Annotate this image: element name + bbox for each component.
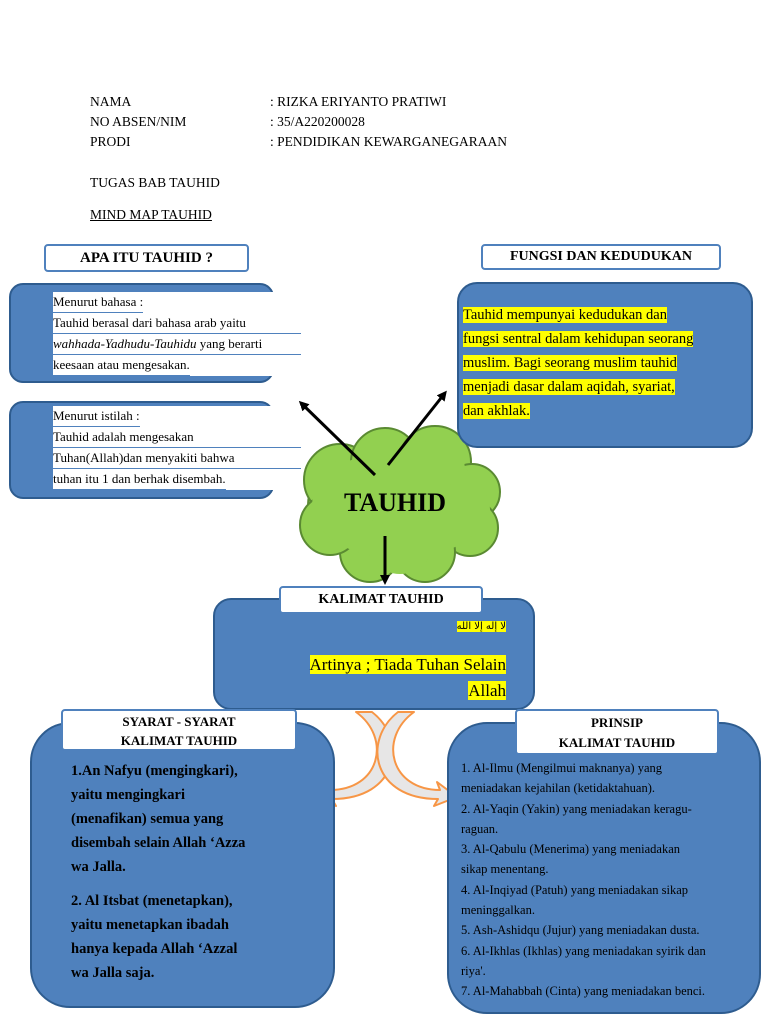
- nim-value: : 35/A220200028: [270, 114, 365, 129]
- istilah-line-2: Tuhan(Allah)dan menyakiti bahwa: [53, 448, 301, 469]
- prinsip-title-line-1: PRINSIP: [590, 715, 643, 730]
- bahasa-arabic-term: wahhada-Yadhudu-Tauhidu: [53, 336, 197, 351]
- kalimat-arabic: لا إله إلا الله: [456, 621, 506, 632]
- istilah-card: Menurut istilah : Tauhid adalah mengesak…: [53, 406, 301, 490]
- bahasa-card: Menurut bahasa : Tauhid berasal dari bah…: [53, 292, 301, 376]
- bahasa-heading: Menurut bahasa :: [53, 292, 144, 313]
- syarat-item-2: 2. Al Itsbat (menetapkan), yaitu menetap…: [71, 893, 238, 981]
- syarat-box: [30, 722, 335, 1008]
- bahasa-line-1: Tauhid berasal dari bahasa arab yaitu: [53, 313, 301, 334]
- fungsi-line-1: Tauhid mempunyai kedudukan dan: [463, 307, 667, 323]
- tauhid-cloud: [299, 425, 501, 583]
- apa-itu-title: APA ITU TAUHID ?: [44, 244, 249, 272]
- prinsip-line: raguan.: [461, 821, 499, 836]
- prinsip-text: 1. Al-Ilmu (Mengilmui maknanya) yang men…: [461, 758, 761, 1002]
- center-label: TAUHID: [343, 488, 447, 517]
- syarat-title: SYARAT - SYARAT KALIMAT TAUHID: [61, 709, 297, 751]
- kalimat-meaning-line-2: Allah: [468, 681, 506, 700]
- prinsip-line: 5. Ash-Ashidqu (Jujur) yang meniadakan d…: [461, 923, 700, 938]
- nama-label: NAMA: [90, 94, 132, 109]
- prinsip-title: PRINSIP KALIMAT TAUHID: [515, 709, 719, 755]
- prinsip-line: 6. Al-Ikhlas (Ikhlas) yang meniadakan sy…: [461, 943, 706, 958]
- prinsip-line: 1. Al-Ilmu (Mengilmui maknanya) yang: [461, 761, 663, 775]
- prinsip-line: meninggalkan.: [461, 903, 535, 918]
- assignment-title: TUGAS BAB TAUHID: [90, 175, 220, 190]
- fungsi-line-2: fungsi sentral dalam kehidupan seorang: [463, 331, 694, 347]
- syarat-title-line-2: KALIMAT TAUHID: [120, 733, 238, 748]
- prinsip-line: meniadakan kejahilan (ketidaktahuan).: [461, 781, 656, 796]
- prinsip-line: 2. Al-Yaqin (Yakin) yang meniadakan kera…: [461, 801, 692, 816]
- fungsi-line-5: dan akhlak.: [463, 403, 530, 419]
- prinsip-box: [447, 722, 761, 1014]
- kalimat-title: KALIMAT TAUHID: [279, 586, 483, 614]
- nama-value: : RIZKA ERIYANTO PRATIWI: [270, 94, 447, 109]
- bahasa-line-2-rest: yang berarti: [196, 336, 263, 351]
- curved-arrows: [312, 711, 458, 807]
- prinsip-title-line-2: KALIMAT TAUHID: [558, 735, 676, 750]
- prinsip-line: riya'.: [461, 963, 486, 978]
- istilah-line-1: Tauhid adalah mengesakan: [53, 427, 301, 448]
- nim-label: NO ABSEN/NIM: [90, 114, 187, 129]
- prinsip-line: 3. Al-Qabulu (Menerima) yang meniadakan: [461, 842, 681, 857]
- syarat-text: 1.An Nafyu (mengingkari), yaitu mengingk…: [71, 759, 321, 985]
- fungsi-line-4: menjadi dasar dalam aqidah, syariat,: [463, 379, 675, 395]
- fungsi-title: FUNGSI DAN KEDUDUKAN: [481, 244, 721, 270]
- syarat-item-1: 1.An Nafyu (mengingkari), yaitu mengingk…: [71, 763, 246, 875]
- arrow-to-apa-itu: [298, 400, 377, 477]
- kalimat-meaning: Artinya ; Tiada Tuhan Selain Allah: [265, 652, 506, 704]
- syarat-title-line-1: SYARAT - SYARAT: [122, 714, 236, 729]
- arrow-to-fungsi: [386, 390, 447, 466]
- bahasa-line-3: keesaan atau mengesakan.: [53, 355, 190, 376]
- fungsi-line-3: muslim. Bagi seorang muslim tauhid: [463, 355, 677, 371]
- fungsi-text: Tauhid mempunyai kedudukan dan fungsi se…: [463, 303, 744, 423]
- prodi-label: PRODI: [90, 134, 131, 149]
- prodi-value: : PENDIDIKAN KEWARGANEGARAAN: [270, 134, 507, 149]
- bahasa-line-2: wahhada-Yadhudu-Tauhidu yang berarti: [53, 334, 301, 355]
- prinsip-line: sikap menentang.: [461, 862, 549, 877]
- istilah-line-3: tuhan itu 1 dan berhak disembah.: [53, 469, 226, 490]
- kalimat-meaning-line-1: Artinya ; Tiada Tuhan Selain: [309, 655, 506, 674]
- student-info: NAMA : RIZKA ERIYANTO PRATIWI NO ABSEN/N…: [90, 92, 590, 156]
- istilah-heading: Menurut istilah :: [53, 406, 140, 427]
- prinsip-line: 7. Al-Mahabbah (Cinta) yang meniadakan b…: [461, 984, 706, 999]
- mindmap-subtitle: MIND MAP TAUHID: [90, 207, 212, 222]
- prinsip-line: 4. Al-Inqiyad (Patuh) yang meniadakan si…: [461, 882, 689, 897]
